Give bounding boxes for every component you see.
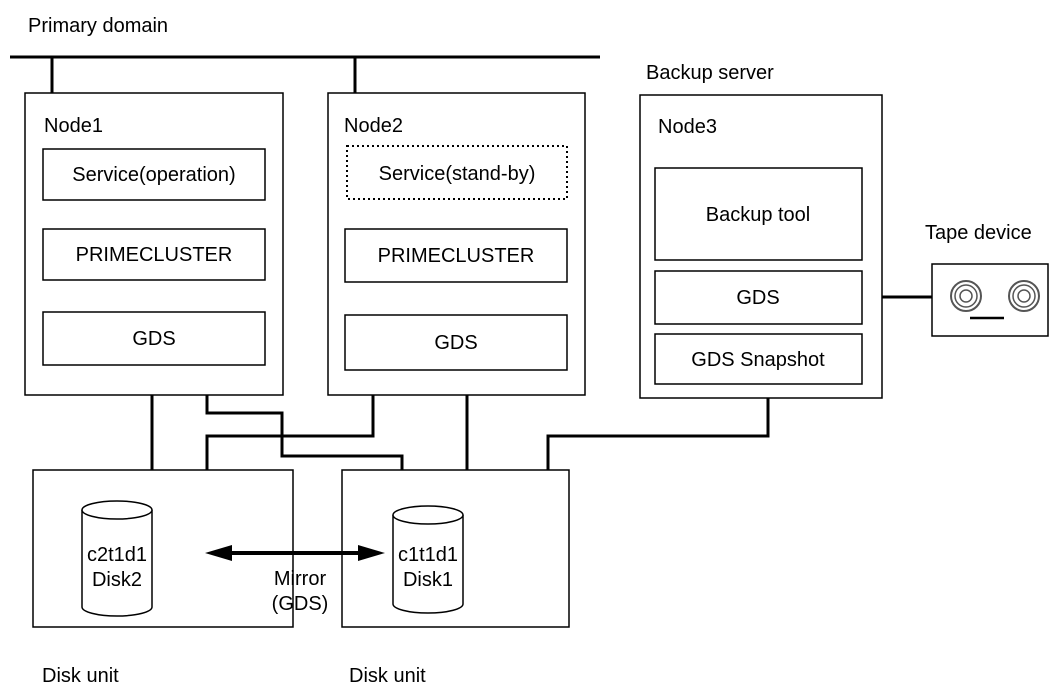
disk2-cylinder-icon [81,500,153,617]
node1-primecluster-label: PRIMECLUSTER [76,244,233,266]
mirror-gds-label: (GDS) [272,593,329,615]
node3-to-disk1-link [546,398,770,470]
disk-unit-left-label: Disk unit [42,665,119,687]
node2-primecluster-box [344,228,568,283]
gds-snapshot-label: GDS Snapshot [691,349,825,371]
node1-primecluster-box [42,228,266,281]
disk1-cylinder-icon [392,505,464,614]
node2-service-label: Service(stand-by) [379,163,536,185]
gds-snapshot-box [654,333,863,385]
node3-box: Node3 Backup tool GDS GDS Snapshot [639,94,883,399]
node2-primecluster-label: PRIMECLUSTER [378,245,535,267]
disk-unit-left: c2t1d1 Disk2 [32,469,294,628]
node2-to-disk2-link [205,395,375,470]
node2-gds-box [344,314,568,371]
backup-tool-box [654,167,863,261]
node3-gds-box [654,270,863,325]
disk-unit-right: c1t1d1 Disk1 [341,469,570,628]
mirror-arrowhead-left [205,545,232,561]
mirror-arrow [205,545,385,561]
node1-box: Node1 Service(operation) PRIMECLUSTER GD… [24,92,284,396]
node1-service-label: Service(operation) [72,164,235,186]
disk-unit-right-label: Disk unit [349,665,426,687]
node3-title: Node3 [658,116,717,138]
disk2-id-label: c2t1d1 [87,544,147,566]
tape-device-label: Tape device [925,222,1032,244]
disk2-name-label: Disk2 [92,569,142,591]
node1-gds-box [42,311,266,366]
node3-gds-label: GDS [736,287,779,309]
primary-domain-label: Primary domain [28,15,168,37]
node2-gds-label: GDS [434,332,477,354]
backup-tool-label: Backup tool [706,204,811,226]
tape-device-icon [931,263,1049,337]
node2-title: Node2 [344,115,403,137]
disk1-id-label: c1t1d1 [398,544,458,566]
mirror-arrowhead-right [358,545,385,561]
mirror-label: Mirror [274,568,327,590]
node1-gds-label: GDS [132,328,175,350]
node2-box: Node2 Service(stand-by) PRIMECLUSTER GDS [327,92,586,396]
node1-title: Node1 [44,115,103,137]
backup-server-label: Backup server [646,62,774,84]
disk1-name-label: Disk1 [403,569,453,591]
node1-service-box [42,148,266,201]
node2-service-box-standby [346,145,568,200]
